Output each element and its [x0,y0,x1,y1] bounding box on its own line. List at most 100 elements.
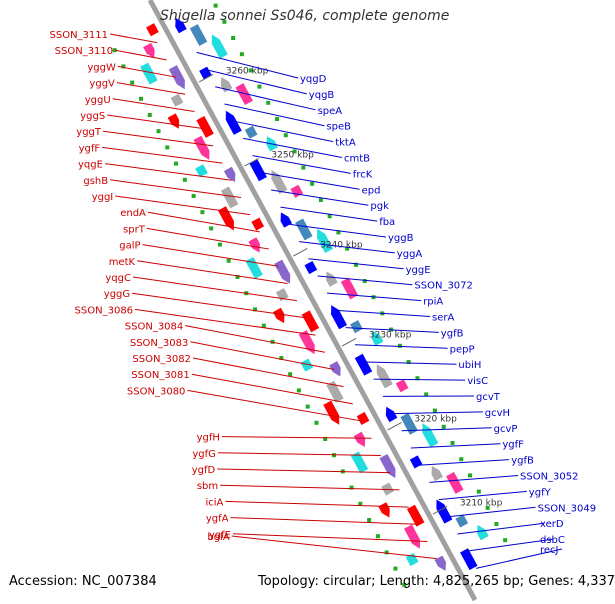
right-feature [460,548,477,570]
green-tick [310,182,314,186]
gene-label-right: ygfB [441,328,464,339]
left-feature-shape [146,23,159,36]
left-feature [196,116,213,138]
left-feature [329,361,344,378]
right-feature-shape [419,421,439,447]
right-feature-shape [373,362,393,388]
green-tick [284,133,288,137]
green-tick [214,4,218,8]
gene-label-right: pgk [370,201,389,212]
gene-label-left: SSON_3086 [75,305,134,316]
gene-label-left: bglA [207,532,229,543]
left-feature [245,257,262,279]
right-feature-shape [396,379,409,392]
gene-label-left: ygfF [79,143,101,154]
right-feature-shape [268,168,288,194]
right-feature [245,126,258,139]
left-feature-shape [404,524,424,550]
gene-label-left: SSON_3083 [130,338,189,349]
gene-label-left: sbm [197,481,218,492]
gene-label-right: gcvT [476,392,501,403]
gene-label-left: yggT [76,127,102,138]
gene-label-left: yggG [104,289,130,300]
right-feature-shape [428,464,443,481]
gene-label-right: ygfY [529,487,552,498]
right-feature [446,472,463,494]
left-feature [354,432,369,449]
gene-label-right: visC [467,376,488,387]
left-leader [110,34,157,43]
gene-label-left: yggU [85,95,111,106]
right-leader [457,523,544,534]
green-tick [257,85,261,89]
left-feature-shape [193,136,213,162]
green-tick [376,534,380,538]
left-leader [222,437,372,439]
gene-label-right: yqgB [309,90,335,101]
right-feature-shape [460,548,477,570]
gene-label-left: yggV [89,79,115,90]
right-leader [215,87,315,110]
left-feature-shape [302,310,319,332]
gene-label-right: yggB [388,233,414,244]
gene-label-right: yggE [406,265,431,276]
gene-label-right: SSON_3072 [414,281,473,292]
green-tick [218,243,222,247]
gene-label-left: SSON_3081 [131,370,190,381]
right-feature [249,159,266,181]
gene-label-left: yggS [80,111,105,122]
gene-label-left: SSON_3084 [125,322,184,333]
left-leader [107,115,204,129]
left-leader [147,228,269,249]
right-feature-shape [446,472,463,494]
gene-label-left: SSON_3111 [50,30,109,41]
right-leader [411,444,501,448]
kbp-tick [388,422,402,430]
green-tick [468,473,472,477]
left-feature [273,308,288,325]
green-tick [301,166,305,170]
left-feature-shape [245,257,262,279]
right-feature-shape [455,514,468,527]
kbp-tick [293,248,307,256]
gene-label-right: frcK [353,169,373,180]
gene-label-right: speB [326,122,351,133]
kbp-label: 3220 kbp [414,415,457,425]
green-tick [148,113,152,117]
left-feature [378,502,393,519]
gene-label-left: yggW [87,62,116,73]
green-tick [459,457,463,461]
left-leader [193,358,344,387]
right-leader [271,190,368,205]
left-feature [407,505,424,527]
green-tick [231,36,235,40]
green-tick [363,279,367,283]
green-tick [174,162,178,166]
gene-label-left: ygfH [197,433,220,444]
left-feature [146,23,159,36]
left-leader [225,501,408,507]
gene-label-right: yqgD [300,74,327,85]
left-feature-shape [434,556,449,573]
left-feature-shape [357,412,370,425]
gene-label-left: endA [120,208,146,219]
left-feature [171,94,184,107]
right-feature [199,67,212,80]
right-feature-shape [350,320,363,333]
green-tick [367,518,371,522]
gene-label-left: SSON_3110 [55,46,114,57]
right-feature-shape [327,303,347,329]
right-feature-shape [433,497,453,523]
gene-label-left: gshB [83,176,108,187]
kbp-label: 3230 kbp [369,331,412,341]
right-feature-shape [277,210,292,227]
left-leader [105,164,232,181]
green-tick [227,259,231,263]
gene-label-left: SSON_3082 [132,354,191,365]
left-feature [357,412,370,425]
right-feature [373,362,393,388]
kbp-label: 3260 kbp [226,67,269,77]
left-feature-shape [168,113,183,130]
green-tick [139,97,143,101]
